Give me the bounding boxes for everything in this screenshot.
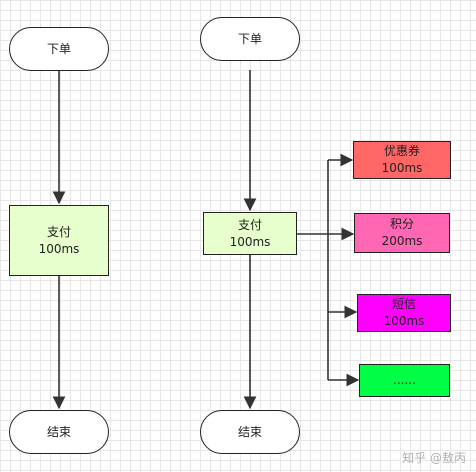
left-pay-time: 100ms <box>38 241 80 256</box>
right-end-node: 结束 <box>200 410 300 454</box>
left-end-label: 结束 <box>46 424 71 439</box>
branch-coupon-name: 优惠券 <box>383 144 420 158</box>
left-pay-node: 支付 100ms <box>9 205 109 276</box>
right-pay-name: 支付 <box>237 217 262 232</box>
branch-points-name: 积分 <box>389 217 414 231</box>
branch-sms-name: 短信 <box>391 297 416 311</box>
left-start-label: 下单 <box>46 41 71 56</box>
branch-more-name: ...... <box>393 373 416 387</box>
branch-coupon-time: 100ms <box>381 161 423 175</box>
branch-sms-node: 短信 100ms <box>357 294 451 332</box>
branch-points-node: 积分 200ms <box>354 213 450 253</box>
right-pay-time: 100ms <box>229 234 271 249</box>
branch-points-time: 200ms <box>381 234 423 248</box>
branch-more-node: ...... <box>359 364 450 397</box>
right-start-label: 下单 <box>237 31 262 46</box>
left-end-node: 结束 <box>9 410 109 454</box>
right-start-node: 下单 <box>200 17 300 61</box>
right-pay-node: 支付 100ms <box>203 212 297 255</box>
right-end-label: 结束 <box>237 424 262 439</box>
branch-coupon-node: 优惠券 100ms <box>353 141 451 179</box>
branch-sms-time: 100ms <box>383 314 425 328</box>
left-pay-name: 支付 <box>46 224 71 239</box>
left-start-node: 下单 <box>9 27 109 71</box>
watermark: 知乎 @敖丙 <box>402 451 466 465</box>
